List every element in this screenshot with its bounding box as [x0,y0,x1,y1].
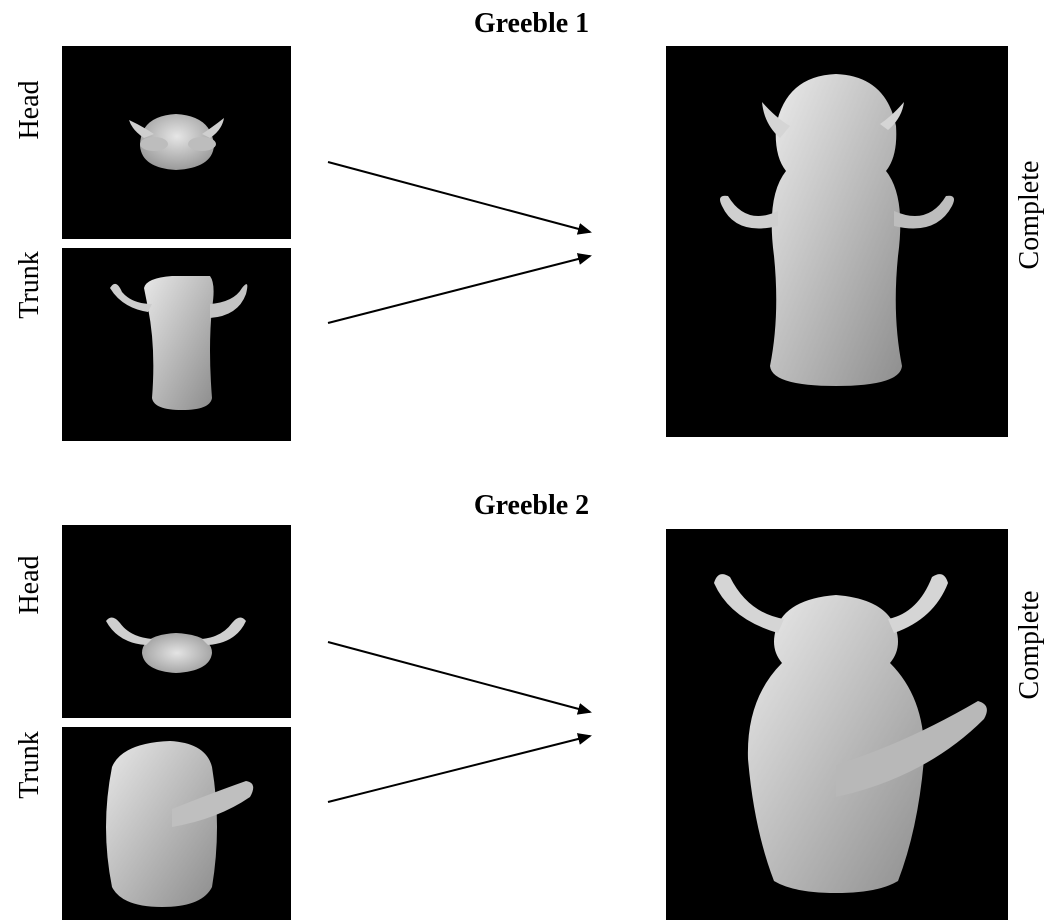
greeble-1-trunk-label: Trunk [16,251,44,318]
greeble-2-trunk-image [62,727,291,920]
arrow-trunk-to-complete-2 [328,736,590,802]
greeble-1-complete-label: Complete [1016,161,1044,270]
greeble-2-complete-image [666,529,1008,920]
greeble-1-title: Greeble 1 [0,10,1063,38]
arrow-trunk-to-complete-1 [328,256,590,323]
greeble-1-head-label: Head [16,80,44,139]
greeble-1-head-image [62,46,291,239]
arrow-head-to-complete-1 [328,162,590,232]
greeble-1-complete-image [666,46,1008,437]
greeble-2-head-label: Head [16,555,44,614]
greeble-1-trunk-image [62,248,291,441]
greeble-2-complete-label: Complete [1016,591,1044,700]
arrow-head-to-complete-2 [328,642,590,712]
greeble-2-title: Greeble 2 [0,492,1063,520]
greeble-2-head-image [62,525,291,718]
greeble-2-trunk-label: Trunk [16,731,44,798]
